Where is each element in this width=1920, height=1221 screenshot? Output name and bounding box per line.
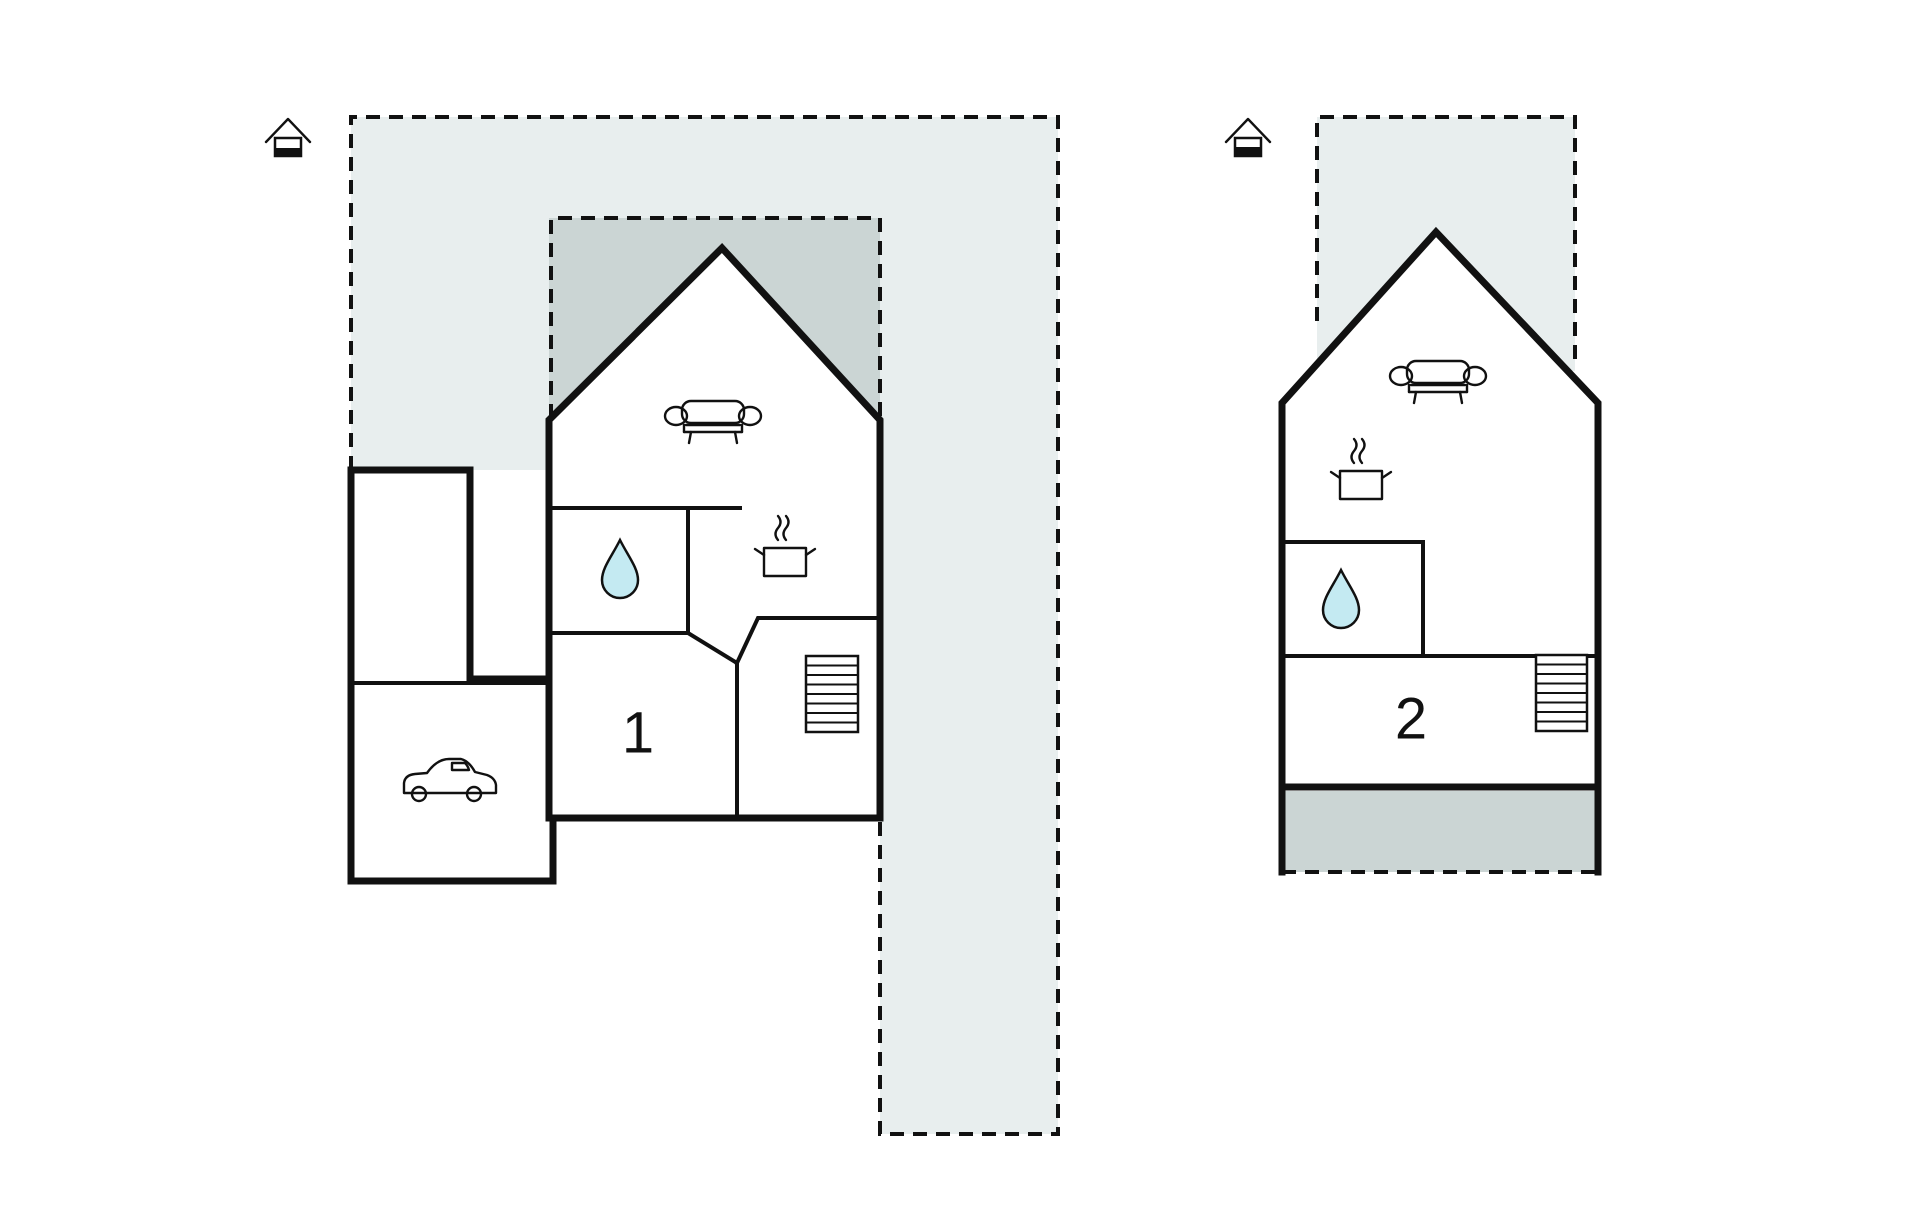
covered-balcony-area bbox=[1282, 791, 1598, 872]
stairs-icon bbox=[804, 654, 860, 734]
stairs-icon bbox=[1534, 653, 1589, 733]
floor-2-number: 2 bbox=[1395, 686, 1427, 751]
sofa-icon bbox=[663, 399, 763, 445]
house-entrance-icon bbox=[264, 117, 312, 158]
covered-terrace-dashed-border bbox=[549, 216, 882, 418]
cooking-pot-icon bbox=[753, 514, 817, 578]
floor-1-plan: 1 bbox=[264, 115, 1060, 1136]
floor-2-plan: 2 bbox=[1224, 115, 1602, 876]
interior-wall bbox=[1280, 540, 1425, 658]
car-icon bbox=[402, 757, 498, 803]
house-entrance-icon bbox=[1224, 117, 1272, 158]
interior-wall bbox=[734, 616, 882, 666]
terrace-dashed-border bbox=[349, 115, 1060, 1136]
floor-1-number: 1 bbox=[622, 700, 654, 765]
cooking-pot-icon bbox=[1329, 437, 1393, 501]
water-drop-icon bbox=[1321, 567, 1361, 630]
water-drop-icon bbox=[600, 537, 640, 600]
balcony-dashed-border bbox=[1315, 115, 1577, 368]
house-1-interior bbox=[549, 248, 880, 818]
house-2-outer-wall bbox=[1278, 226, 1602, 876]
shed-wall bbox=[347, 466, 557, 885]
house-2-interior bbox=[1282, 232, 1598, 787]
sofa-icon bbox=[1388, 359, 1488, 405]
